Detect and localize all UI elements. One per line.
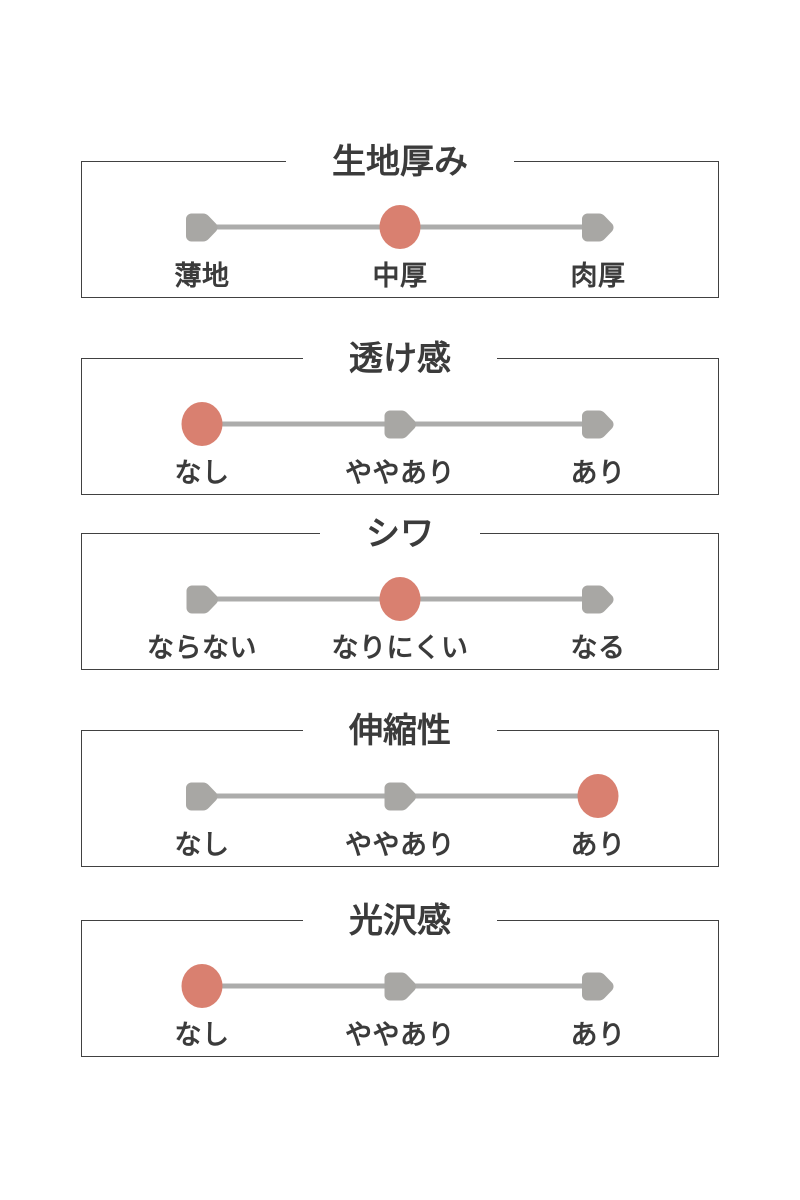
scale-option: ややあり bbox=[345, 964, 455, 1052]
marker bbox=[384, 402, 417, 446]
marker bbox=[582, 402, 615, 446]
scale-option: あり bbox=[571, 402, 626, 490]
marker bbox=[384, 964, 417, 1008]
option-label: 薄地 bbox=[174, 261, 230, 291]
option-label: 中厚 bbox=[372, 261, 428, 291]
marker bbox=[379, 577, 421, 621]
selected-dot-icon bbox=[181, 402, 223, 446]
attribute-panel-sheerness: 透け感 なし ややあり bbox=[81, 337, 719, 495]
panel-title: 生地厚み bbox=[286, 140, 514, 184]
option-label: あり bbox=[570, 830, 626, 860]
option-label: なし bbox=[174, 1020, 230, 1050]
attribute-panel-gloss: 光沢感 なし ややあり bbox=[81, 899, 719, 1057]
marker bbox=[186, 774, 219, 818]
marker bbox=[582, 577, 615, 621]
scale-option: あり bbox=[571, 774, 626, 862]
panel-title: 伸縮性 bbox=[303, 709, 497, 753]
tag-marker-icon bbox=[186, 782, 218, 810]
scale-option: なし bbox=[175, 402, 230, 490]
scale-option: ややあり bbox=[345, 402, 455, 490]
tag-marker-icon bbox=[582, 213, 614, 241]
scale-option: 薄地 bbox=[175, 205, 230, 293]
panels-container: 生地厚み 薄地 中厚 bbox=[81, 140, 719, 1057]
tag-marker-icon bbox=[582, 585, 614, 613]
option-label: 肉厚 bbox=[570, 261, 626, 291]
option-label: なる bbox=[570, 633, 626, 663]
scale-option: なる bbox=[571, 577, 626, 665]
attribute-panel-stretch: 伸縮性 なし ややあり bbox=[81, 709, 719, 867]
tag-marker-icon bbox=[186, 213, 218, 241]
scale-option: なし bbox=[175, 964, 230, 1052]
panel-title: シワ bbox=[320, 512, 480, 556]
scale-option: 中厚 bbox=[373, 205, 428, 293]
option-label: ややあり bbox=[345, 1020, 455, 1050]
rating-scale: ならない なりにくい なる bbox=[147, 577, 625, 663]
selected-dot-icon bbox=[379, 577, 421, 621]
scale-option: ややあり bbox=[345, 774, 455, 862]
panel-title: 透け感 bbox=[303, 337, 497, 381]
option-label: あり bbox=[570, 458, 626, 488]
attribute-panel-thickness: 生地厚み 薄地 中厚 bbox=[81, 140, 719, 298]
rating-scale: なし ややあり あり bbox=[175, 774, 625, 860]
tag-marker-icon bbox=[384, 972, 416, 1000]
option-label: なりにくい bbox=[331, 633, 469, 663]
scale-option: なりにくい bbox=[332, 577, 469, 665]
tag-marker-icon bbox=[384, 410, 416, 438]
marker bbox=[582, 205, 615, 249]
marker bbox=[186, 205, 219, 249]
selected-dot-icon bbox=[181, 964, 223, 1008]
tag-marker-icon bbox=[186, 585, 218, 613]
rating-scale: なし ややあり あり bbox=[175, 964, 625, 1050]
selected-dot-icon bbox=[577, 774, 619, 818]
scale-option: なし bbox=[175, 774, 230, 862]
rating-scale: 薄地 中厚 肉厚 bbox=[175, 205, 625, 291]
scale-option: 肉厚 bbox=[571, 205, 626, 293]
panel-title: 光沢感 bbox=[303, 899, 497, 943]
tag-marker-icon bbox=[582, 972, 614, 1000]
attribute-panel-wrinkle: シワ ならない なりにくい bbox=[81, 512, 719, 670]
marker bbox=[379, 205, 421, 249]
scale-option: あり bbox=[571, 964, 626, 1052]
option-label: ややあり bbox=[345, 458, 455, 488]
option-label: ややあり bbox=[345, 830, 455, 860]
scale-option: ならない bbox=[147, 577, 257, 665]
option-label: なし bbox=[174, 830, 230, 860]
marker bbox=[181, 402, 223, 446]
option-label: あり bbox=[570, 1020, 626, 1050]
rating-scale: なし ややあり あり bbox=[175, 402, 625, 488]
option-label: なし bbox=[174, 458, 230, 488]
marker bbox=[186, 577, 219, 621]
marker bbox=[384, 774, 417, 818]
tag-marker-icon bbox=[582, 410, 614, 438]
option-label: ならない bbox=[147, 633, 257, 663]
marker bbox=[582, 964, 615, 1008]
marker bbox=[181, 964, 223, 1008]
selected-dot-icon bbox=[379, 205, 421, 249]
tag-marker-icon bbox=[384, 782, 416, 810]
marker bbox=[577, 774, 619, 818]
